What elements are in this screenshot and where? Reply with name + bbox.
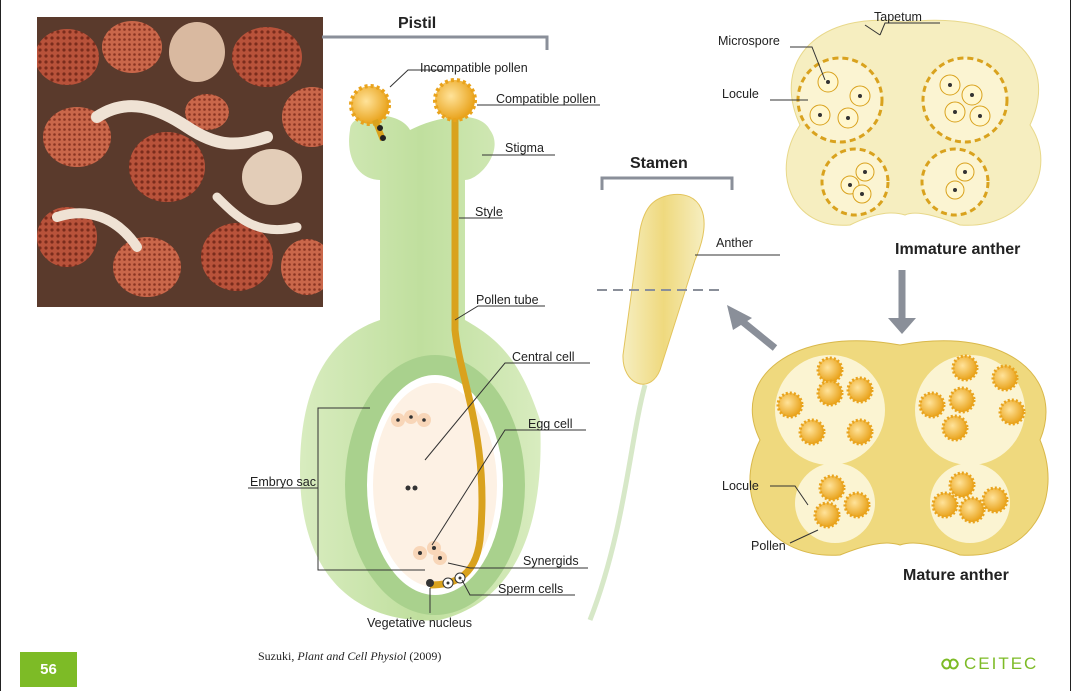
label-tapetum: Tapetum <box>874 10 922 24</box>
citation-year: (2009) <box>409 649 441 663</box>
mature-anther-title: Mature anther <box>903 567 1009 584</box>
label-embryo-sac: Embryo sac <box>250 475 316 489</box>
compatible-pollen-grain <box>435 80 475 120</box>
label-sperm-cells: Sperm cells <box>498 582 563 596</box>
ceitec-logo-icon <box>940 656 960 672</box>
label-stigma: Stigma <box>505 141 544 155</box>
stamen-filament <box>590 385 645 620</box>
label-pollen: Pollen <box>751 539 786 553</box>
citation-journal: Plant and Cell Physiol <box>297 649 406 663</box>
polar-nucleus <box>413 486 418 491</box>
polar-nucleus <box>406 486 411 491</box>
label-synergids: Synergids <box>523 554 579 568</box>
citation-author: Suzuki, <box>258 649 294 663</box>
label-microspore: Microspore <box>718 34 780 48</box>
label-pollen-tube: Pollen tube <box>476 293 539 307</box>
label-central-cell: Central cell <box>512 350 575 364</box>
label-locule-bottom: Locule <box>722 479 759 493</box>
logo-text: CEITEC <box>964 654 1038 674</box>
label-anther: Anther <box>716 236 753 250</box>
citation: Suzuki, Plant and Cell Physiol (2009) <box>258 649 441 664</box>
immature-anther-title: Immature anther <box>895 241 1020 258</box>
label-egg-cell: Egg cell <box>528 417 572 431</box>
down-arrow-head-icon <box>888 318 916 334</box>
label-vegetative-nucleus: Vegetative nucleus <box>367 616 472 630</box>
ceitec-logo: CEITEC <box>940 652 1038 676</box>
pistil-title: Pistil <box>398 15 436 32</box>
stamen-title: Stamen <box>630 155 688 172</box>
label-incompatible-pollen: Incompatible pollen <box>420 61 528 75</box>
label-compatible-pollen: Compatible pollen <box>496 92 596 106</box>
label-style: Style <box>475 205 503 219</box>
page-number-badge: 56 <box>20 652 77 687</box>
label-locule-top: Locule <box>722 87 759 101</box>
mature-anther-section <box>750 341 1048 555</box>
immature-anther-section <box>786 20 1041 225</box>
